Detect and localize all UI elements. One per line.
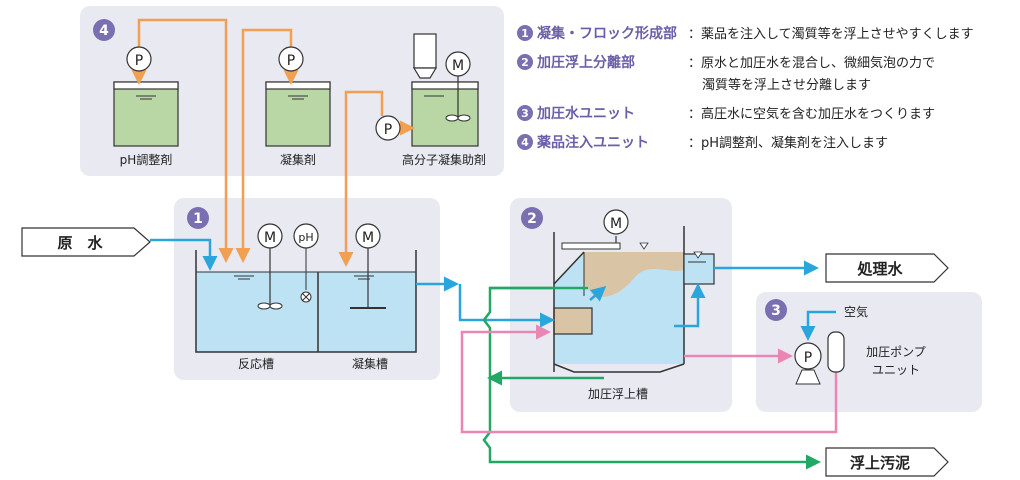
motor-icon-flotation: M — [603, 209, 629, 235]
svg-text:原 水: 原 水 — [57, 234, 103, 252]
svg-text:4: 4 — [99, 23, 109, 39]
chem-tank-ph — [113, 81, 179, 147]
pressure-pump-icon: P — [794, 342, 822, 385]
legend-item-2: 2 加圧浮上分離部 ：原水と加圧水を混合し、微細気泡の力で 濁質等を浮上させ分離… — [517, 54, 935, 93]
svg-text:3: 3 — [771, 303, 781, 319]
svg-text:4: 4 — [521, 136, 529, 149]
chemical-feed-lines — [131, 18, 415, 267]
tank-label-coagulation: 凝集槽 — [352, 356, 388, 371]
motor-icon-polymer-mixer: M — [445, 51, 471, 77]
svg-text:加圧浮上分離部: 加圧浮上分離部 — [536, 54, 635, 71]
badge-section-3: 3 — [765, 299, 787, 321]
svg-text:3: 3 — [521, 107, 529, 120]
svg-text:2: 2 — [527, 211, 537, 227]
reaction-coagulation-tank — [195, 248, 417, 353]
motor-icon-coagulation: M — [355, 223, 381, 249]
water-flow-lines — [150, 238, 836, 341]
svg-text:M: M — [264, 230, 276, 246]
treated-water-outlet: 処理水 — [825, 253, 949, 283]
pump-icon-coagulant: P — [278, 46, 304, 72]
svg-text:P: P — [135, 53, 143, 69]
svg-text:P: P — [287, 53, 295, 69]
chem-label-ph: pH調整剤 — [120, 152, 173, 167]
badge-section-2: 2 — [521, 207, 543, 229]
pump-icon-ph: P — [126, 46, 152, 72]
svg-text:pH: pH — [298, 231, 313, 244]
svg-text:浮上汚泥: 浮上汚泥 — [850, 454, 910, 472]
unit3-label-line1: 加圧ポンプ — [866, 345, 926, 359]
svg-text:2: 2 — [521, 56, 529, 69]
badge-section-4: 4 — [93, 19, 115, 41]
pressurized-water-lines — [460, 324, 838, 434]
legend: 1 凝集・フロック形成部 ：薬品を注入して濁質等を浮上させやすくします 2 加圧… — [517, 25, 974, 151]
sludge-outlet: 浮上汚泥 — [825, 447, 949, 477]
svg-text:1: 1 — [193, 211, 203, 227]
svg-text:M: M — [452, 58, 464, 74]
svg-text:薬品注入ユニット: 薬品注入ユニット — [537, 134, 649, 151]
pressure-vessel-icon — [827, 331, 845, 373]
legend-item-4: 4 薬品注入ユニット ：pH調整剤、凝集剤を注入します — [517, 134, 888, 151]
chem-tank-polymer — [411, 33, 479, 147]
unit3-label-line2: ユニット — [872, 363, 920, 377]
svg-text:加圧水ユニット: 加圧水ユニット — [536, 105, 635, 122]
tank-label-reaction: 反応槽 — [238, 357, 274, 371]
legend-item-1: 1 凝集・フロック形成部 ：薬品を注入して濁質等を浮上させやすくします — [517, 25, 974, 42]
flotation-tank — [553, 226, 715, 373]
svg-text:1: 1 — [521, 27, 529, 40]
svg-text:P: P — [384, 122, 392, 138]
svg-text:凝集・フロック形成部: 凝集・フロック形成部 — [537, 25, 677, 42]
svg-text:処理水: 処理水 — [856, 260, 903, 278]
svg-text:M: M — [610, 216, 622, 232]
air-label: 空気 — [844, 304, 868, 319]
svg-text:：薬品を注入して濁質等を浮上させやすくします: ：薬品を注入して濁質等を浮上させやすくします — [688, 26, 974, 42]
tank-label-flotation: 加圧浮上槽 — [588, 387, 648, 401]
svg-text:濁質等を浮上させ分離します: 濁質等を浮上させ分離します — [702, 77, 871, 93]
legend-item-3: 3 加圧水ユニット ：高圧水に空気を含む加圧水をつくります — [517, 105, 935, 122]
chem-label-coagulant: 凝集剤 — [280, 152, 316, 167]
sludge-recycle-lines — [482, 286, 821, 470]
svg-text:：pH調整剤、凝集剤を注入します: ：pH調整剤、凝集剤を注入します — [688, 135, 888, 151]
ph-meter-icon: pH — [293, 223, 319, 249]
svg-text:P: P — [804, 350, 812, 366]
raw-water-inlet: 原 水 — [21, 227, 151, 257]
svg-text:M: M — [362, 230, 374, 246]
svg-text:：原水と加圧水を混合し、微細気泡の力で: ：原水と加圧水を混合し、微細気泡の力で — [688, 55, 935, 71]
chem-tank-coagulant — [265, 81, 331, 147]
badge-section-1: 1 — [187, 207, 209, 229]
chem-label-polymer: 高分子凝集助剤 — [402, 152, 486, 167]
pump-icon-polymer: P — [375, 115, 401, 141]
bubble-rise-arrow — [589, 286, 607, 302]
svg-text:：高圧水に空気を含む加圧水をつくります: ：高圧水に空気を含む加圧水をつくります — [688, 106, 935, 122]
motor-icon-reaction: M — [257, 223, 283, 249]
